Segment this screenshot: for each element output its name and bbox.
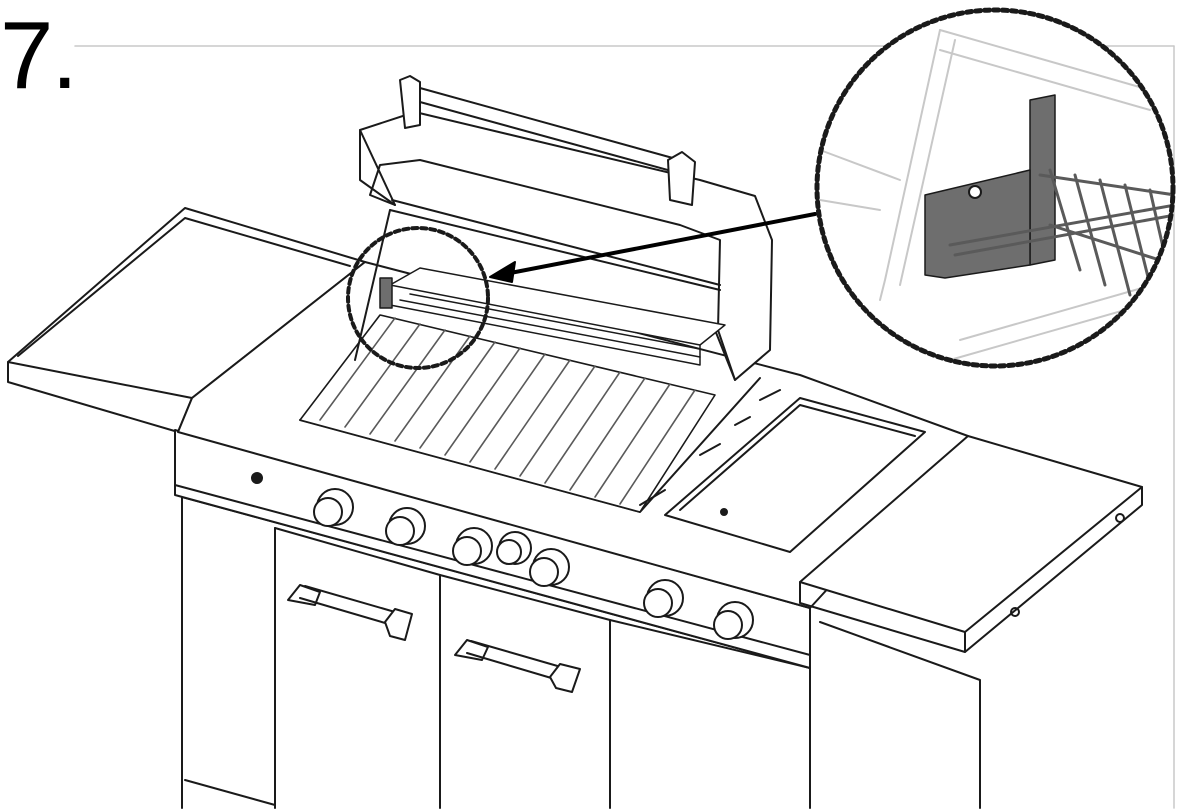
door-handle-right: [454, 639, 581, 693]
knob-7: [713, 601, 754, 640]
knob-1: [313, 488, 354, 527]
cooking-grate: [299, 314, 716, 513]
knob-6: [643, 579, 684, 618]
warming-rack: [379, 267, 726, 366]
pointer-arrow: [489, 212, 817, 283]
knob-3: [452, 527, 493, 566]
step-number: 7.: [0, 2, 78, 109]
knob-5: [529, 548, 570, 587]
knob-2: [385, 507, 426, 546]
side-burner-lid: [639, 389, 926, 553]
detail-magnifier: [814, 7, 1176, 369]
knob-4: [496, 531, 532, 565]
door-handle-left: [287, 584, 413, 641]
control-knobs: [313, 488, 754, 640]
hood-handle: [399, 75, 696, 206]
right-side-shelf: [799, 435, 1143, 653]
detail-source-circle: [346, 226, 490, 370]
